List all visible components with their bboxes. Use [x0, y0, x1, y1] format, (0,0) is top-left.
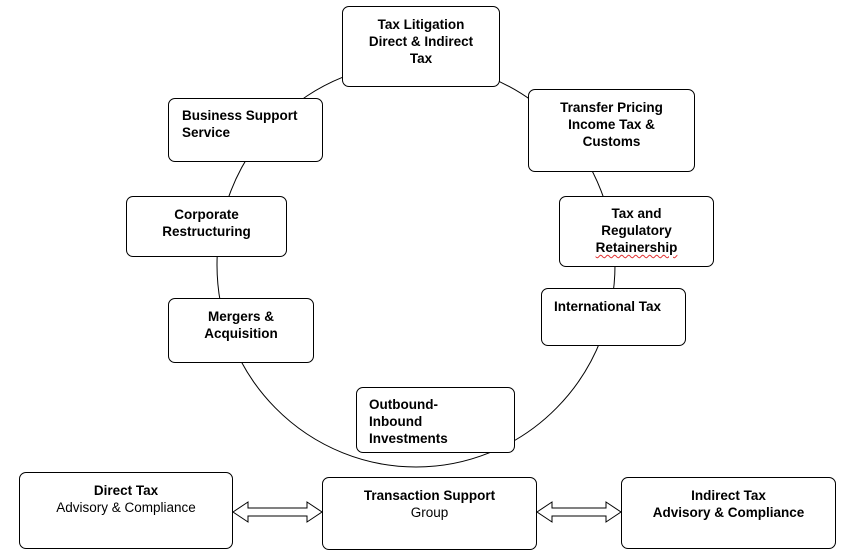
box-international-tax-line1: International Tax	[554, 299, 662, 314]
box-transaction-support: Transaction Support Group	[322, 477, 537, 550]
box-tax-litigation: Tax Litigation Direct & Indirect Tax	[342, 6, 500, 87]
box-direct-tax-line2: Advisory & Compliance	[56, 500, 196, 515]
box-outbound-inbound-line1: Outbound-	[369, 397, 438, 412]
box-tax-litigation-line3: Tax	[409, 51, 433, 66]
box-tax-regulatory-line3: Retainership	[595, 240, 678, 255]
box-corporate-restructuring-line1: Corporate	[174, 207, 239, 222]
box-mergers: Mergers & Acquisition	[168, 298, 314, 363]
box-indirect-tax-line1: Indirect Tax	[691, 488, 766, 503]
box-business-support-line1: Business Support	[182, 108, 298, 123]
box-corporate-restructuring: Corporate Restructuring	[126, 196, 287, 257]
box-tax-litigation-line2: Direct & Indirect	[368, 34, 474, 49]
box-business-support: Business Support Service	[168, 98, 323, 162]
box-tax-litigation-line1: Tax Litigation	[377, 17, 465, 32]
box-tax-regulatory-line1: Tax and	[611, 206, 662, 221]
box-transaction-support-line2: Group	[410, 505, 449, 520]
box-indirect-tax-line2: Advisory & Compliance	[652, 505, 805, 520]
double-arrow-left	[232, 501, 323, 523]
double-arrow-right	[536, 501, 622, 523]
box-tax-regulatory: Tax and Regulatory Retainership	[559, 196, 714, 267]
box-direct-tax: Direct Tax Advisory & Compliance	[19, 472, 233, 549]
box-tax-regulatory-line2: Regulatory	[601, 223, 672, 238]
box-transfer-pricing-line1: Transfer Pricing	[560, 100, 663, 115]
box-international-tax: International Tax	[541, 288, 686, 346]
box-indirect-tax: Indirect Tax Advisory & Compliance	[621, 477, 836, 549]
box-outbound-inbound-line3: Investments	[369, 431, 448, 446]
box-transfer-pricing-line2: Income Tax &	[568, 117, 655, 132]
box-mergers-line1: Mergers &	[207, 309, 275, 324]
box-outbound-inbound-line2: Inbound	[369, 414, 423, 429]
box-transfer-pricing: Transfer Pricing Income Tax & Customs	[528, 89, 695, 172]
box-outbound-inbound: Outbound- Inbound Investments	[356, 387, 515, 453]
box-business-support-line2: Service	[182, 125, 231, 140]
box-direct-tax-line1: Direct Tax	[93, 483, 159, 498]
box-transaction-support-line1: Transaction Support	[363, 488, 496, 503]
box-mergers-line2: Acquisition	[204, 326, 278, 341]
box-transfer-pricing-line3: Customs	[582, 134, 641, 149]
box-corporate-restructuring-line2: Restructuring	[162, 224, 251, 239]
